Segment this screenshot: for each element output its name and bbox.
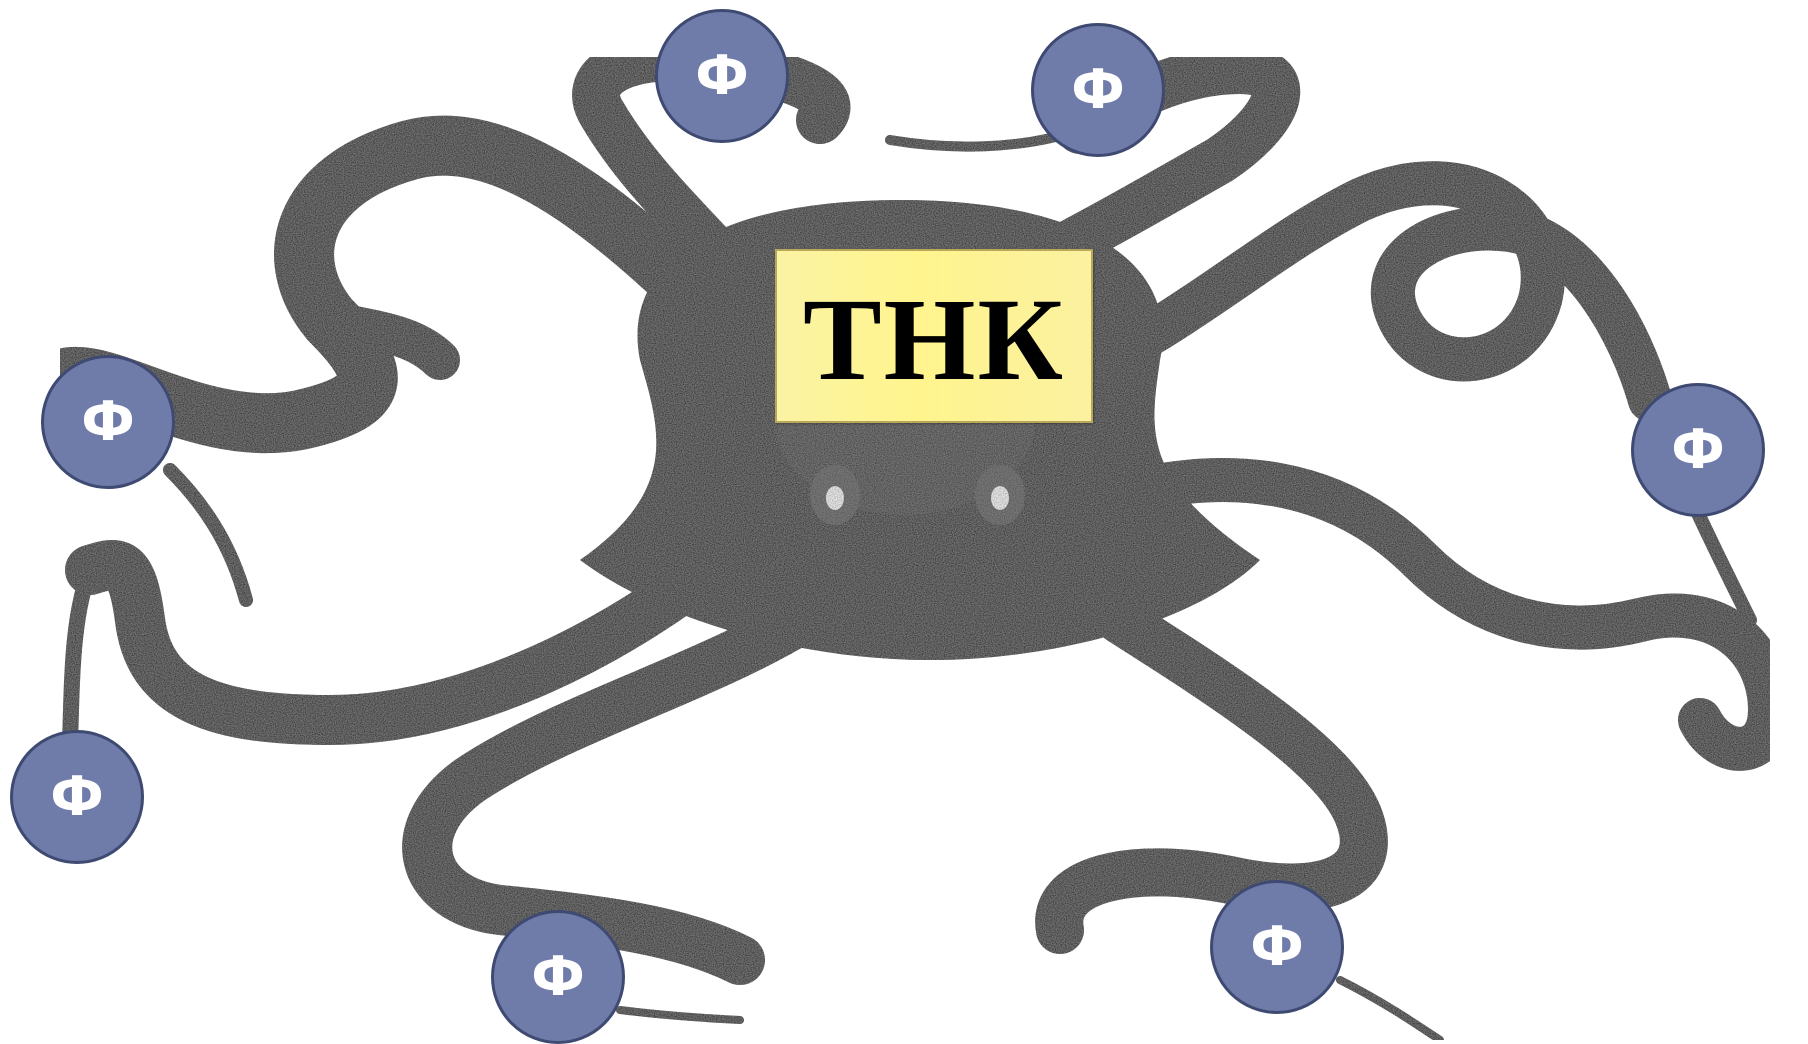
node-label: Ф bbox=[695, 49, 749, 103]
node-label: Ф bbox=[50, 770, 104, 824]
node-circle[interactable]: Ф bbox=[491, 910, 625, 1044]
node-circle[interactable]: Ф bbox=[1031, 23, 1165, 157]
node-circle[interactable]: Ф bbox=[10, 730, 144, 864]
node-circle[interactable]: Ф bbox=[1210, 880, 1344, 1014]
node-label: Ф bbox=[1071, 63, 1125, 117]
center-box: ТНК bbox=[775, 249, 1093, 423]
node-circle[interactable]: Ф bbox=[1631, 383, 1765, 517]
node-label: Ф bbox=[1250, 920, 1304, 974]
node-label: Ф bbox=[531, 950, 585, 1004]
node-circle[interactable]: Ф bbox=[41, 355, 175, 489]
node-circle[interactable]: Ф bbox=[655, 9, 789, 143]
arm-bottom-right bbox=[1059, 620, 1364, 930]
center-label: ТНК bbox=[803, 281, 1065, 399]
node-label: Ф bbox=[81, 395, 135, 449]
node-label: Ф bbox=[1671, 423, 1725, 477]
